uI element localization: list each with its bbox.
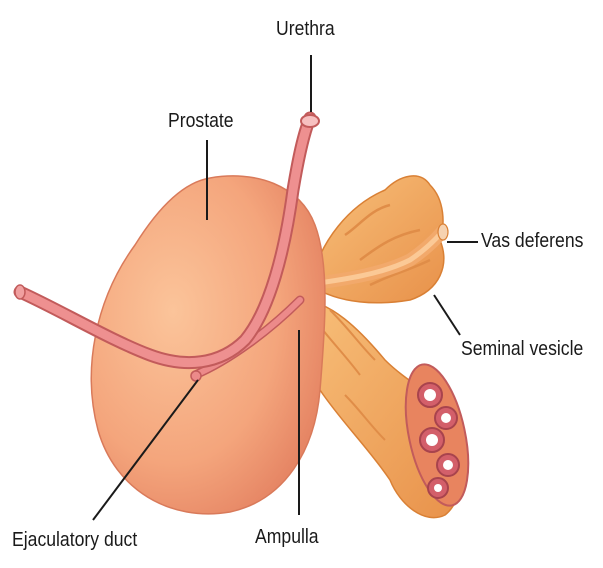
label-vas-deferens: Vas deferens [481, 230, 583, 253]
label-prostate: Prostate [168, 110, 234, 133]
label-ejaculatory-duct: Ejaculatory duct [12, 529, 137, 552]
label-urethra: Urethra [276, 18, 335, 41]
seminal-vesicle-leader [434, 295, 460, 335]
label-seminal-vesicle: Seminal vesicle [461, 338, 583, 361]
seminal-vesicle-upper [305, 176, 448, 303]
label-ampulla: Ampulla [255, 526, 319, 549]
